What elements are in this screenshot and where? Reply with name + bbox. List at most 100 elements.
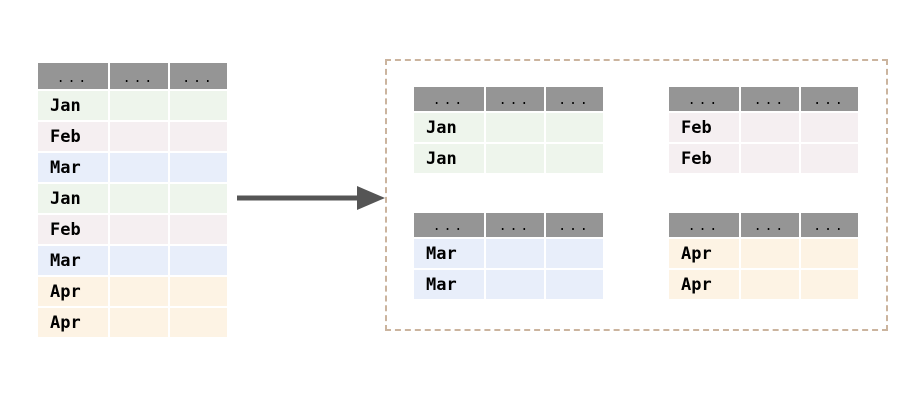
group-header-cell-2: ... — [741, 87, 801, 113]
row-value-cell — [170, 153, 227, 184]
row-value-cell — [486, 144, 546, 175]
table-row: Jan — [414, 144, 603, 175]
source-table-header-row: ... ... ... — [38, 63, 227, 91]
arrow-head — [357, 186, 385, 210]
ellipsis-icon: ... — [56, 71, 90, 86]
row-value-cell — [110, 122, 170, 153]
row-value-cell — [170, 246, 227, 277]
row-label-cell: Apr — [669, 270, 741, 301]
ellipsis-icon: ... — [498, 219, 532, 234]
row-label-cell: Apr — [38, 277, 110, 308]
row-value-cell — [546, 239, 603, 270]
group-header-cell-3: ... — [546, 213, 603, 239]
ellipsis-icon: ... — [687, 219, 721, 234]
row-value-cell — [170, 91, 227, 122]
row-value-cell — [741, 113, 801, 144]
ellipsis-icon: ... — [122, 71, 156, 86]
row-value-cell — [546, 270, 603, 301]
row-label-cell: Jan — [38, 91, 110, 122]
row-label-cell: Mar — [414, 270, 486, 301]
group-header-row: ......... — [414, 213, 603, 239]
row-value-cell — [110, 91, 170, 122]
group-header-cell-1: ... — [414, 87, 486, 113]
row-label-cell: Feb — [669, 144, 741, 175]
row-value-cell — [741, 270, 801, 301]
row-value-cell — [110, 308, 170, 339]
table-row: Feb — [38, 215, 227, 246]
table-row: Mar — [414, 239, 603, 270]
row-value-cell — [546, 144, 603, 175]
row-label-cell: Feb — [669, 113, 741, 144]
row-value-cell — [741, 144, 801, 175]
row-value-cell — [170, 277, 227, 308]
ellipsis-icon: ... — [687, 93, 721, 108]
row-label-cell: Jan — [414, 113, 486, 144]
group-header-row: ......... — [669, 87, 858, 113]
table-row: Apr — [38, 277, 227, 308]
flow-arrow — [237, 186, 385, 210]
table-row: Apr — [669, 239, 858, 270]
ellipsis-icon: ... — [432, 219, 466, 234]
ellipsis-icon: ... — [813, 93, 846, 108]
row-label-cell: Feb — [38, 122, 110, 153]
group-header-cell-3: ... — [546, 87, 603, 113]
ellipsis-icon: ... — [558, 93, 591, 108]
row-label-cell: Mar — [38, 246, 110, 277]
table-row: Mar — [414, 270, 603, 301]
table-row: Feb — [669, 113, 858, 144]
table-row: Jan — [38, 91, 227, 122]
table-row: Jan — [38, 184, 227, 215]
group-header-row: ......... — [669, 213, 858, 239]
row-label-cell: Mar — [38, 153, 110, 184]
row-label-cell: Mar — [414, 239, 486, 270]
row-value-cell — [170, 184, 227, 215]
ellipsis-icon: ... — [813, 219, 846, 234]
row-label-cell: Jan — [414, 144, 486, 175]
table-row: Jan — [414, 113, 603, 144]
row-value-cell — [741, 239, 801, 270]
source-header-cell-2: ... — [110, 63, 170, 91]
row-value-cell — [110, 246, 170, 277]
row-label-cell: Feb — [38, 215, 110, 246]
row-value-cell — [486, 239, 546, 270]
row-value-cell — [801, 270, 858, 301]
group-header-cell-1: ... — [414, 213, 486, 239]
row-label-cell: Apr — [38, 308, 110, 339]
group-header-cell-1: ... — [669, 213, 741, 239]
row-value-cell — [801, 239, 858, 270]
ellipsis-icon: ... — [753, 219, 787, 234]
group-header-cell-2: ... — [486, 87, 546, 113]
row-value-cell — [170, 215, 227, 246]
table-row: Feb — [38, 122, 227, 153]
row-value-cell — [486, 270, 546, 301]
ellipsis-icon: ... — [498, 93, 532, 108]
row-value-cell — [110, 277, 170, 308]
group-header-row: ......... — [414, 87, 603, 113]
table-row: Feb — [669, 144, 858, 175]
source-header-cell-3: ... — [170, 63, 227, 91]
row-label-cell: Apr — [669, 239, 741, 270]
group-header-cell-3: ... — [801, 87, 858, 113]
row-value-cell — [110, 153, 170, 184]
source-header-cell-1: ... — [38, 63, 110, 91]
ellipsis-icon: ... — [182, 71, 215, 86]
ellipsis-icon: ... — [432, 93, 466, 108]
row-value-cell — [110, 184, 170, 215]
group-header-cell-3: ... — [801, 213, 858, 239]
row-value-cell — [801, 113, 858, 144]
row-value-cell — [170, 122, 227, 153]
result-panel — [385, 59, 888, 331]
row-value-cell — [486, 113, 546, 144]
group-header-cell-2: ... — [486, 213, 546, 239]
row-value-cell — [801, 144, 858, 175]
